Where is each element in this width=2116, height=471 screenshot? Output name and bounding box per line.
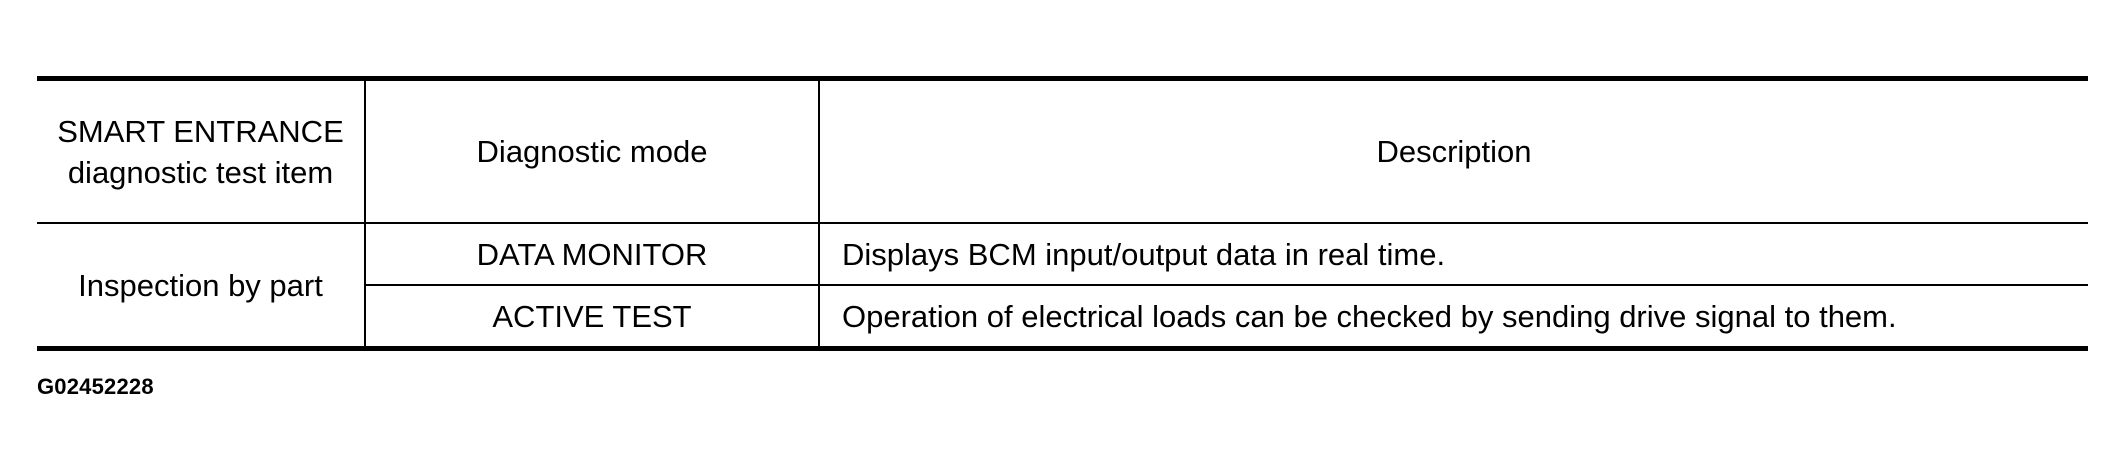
figure-id: G02452228 [37,374,154,399]
diagnostic-mode-cell: DATA MONITOR [364,223,820,285]
diagnostic-mode-cell: ACTIVE TEST [364,285,820,349]
header-diagnostic-mode: Diagnostic mode [364,78,820,223]
header-row: SMART ENTRANCE diagnostic test item Diag… [37,78,2088,223]
test-item-cell: Inspection by part [37,223,366,349]
description-cell: Operation of electrical loads can be che… [818,285,2088,349]
table-header: SMART ENTRANCE diagnostic test item Diag… [37,78,2088,223]
diagnostic-table: SMART ENTRANCE diagnostic test item Diag… [37,76,2088,351]
table-body: Inspection by part DATA MONITOR Displays… [37,223,2088,349]
table-row: ACTIVE TEST Operation of electrical load… [37,285,2088,349]
table-row: Inspection by part DATA MONITOR Displays… [37,223,2088,349]
header-description: Description [818,78,2088,223]
header-test-item: SMART ENTRANCE diagnostic test item [37,78,366,223]
description-cell: Displays BCM input/output data in real t… [818,223,2088,285]
